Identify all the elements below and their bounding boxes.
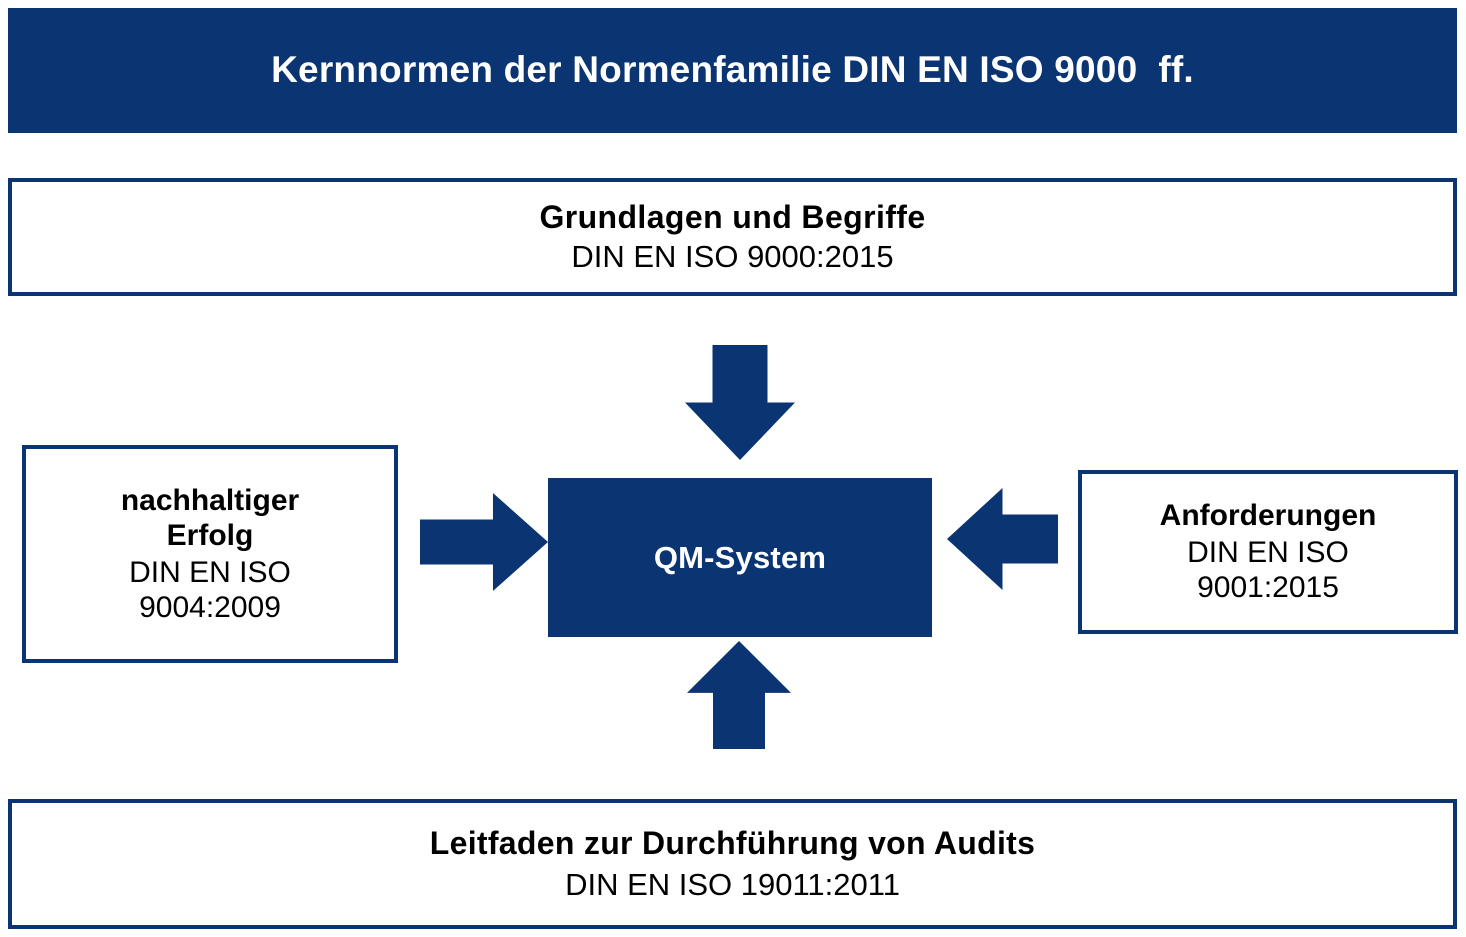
arrow-left-icon bbox=[947, 488, 1058, 590]
standard-box-grundlagen-code: DIN EN ISO 9000:2015 bbox=[571, 238, 894, 274]
arrow-down-icon bbox=[685, 345, 795, 460]
standard-box-grundlagen: Grundlagen und Begriffe DIN EN ISO 9000:… bbox=[8, 178, 1457, 296]
standard-box-nachhaltiger-erfolg-title: nachhaltiger Erfolg bbox=[120, 483, 300, 553]
standard-box-leitfaden-audits: Leitfaden zur Durchführung von Audits DI… bbox=[8, 799, 1457, 929]
standard-box-anforderungen: Anforderungen DIN EN ISO 9001:2015 bbox=[1078, 470, 1458, 634]
diagram-header-bar: Kernnormen der Normenfamilie DIN EN ISO … bbox=[8, 8, 1457, 133]
arrow-up-icon bbox=[687, 641, 791, 749]
standard-box-nachhaltiger-erfolg: nachhaltiger Erfolg DIN EN ISO 9004:2009 bbox=[22, 445, 398, 663]
arrow-right-icon bbox=[420, 493, 548, 591]
standard-box-grundlagen-title: Grundlagen und Begriffe bbox=[539, 198, 926, 235]
diagram-title: Kernnormen der Normenfamilie DIN EN ISO … bbox=[271, 49, 1194, 91]
standard-box-leitfaden-audits-title: Leitfaden zur Durchführung von Audits bbox=[429, 824, 1036, 861]
standard-box-leitfaden-audits-code: DIN EN ISO 19011:2011 bbox=[565, 866, 900, 902]
qm-system-box: QM-System bbox=[548, 478, 932, 637]
qm-system-label: QM-System bbox=[653, 539, 827, 575]
standard-box-nachhaltiger-erfolg-code: DIN EN ISO 9004:2009 bbox=[129, 555, 291, 624]
standard-box-anforderungen-code: DIN EN ISO 9001:2015 bbox=[1187, 535, 1349, 605]
standard-box-anforderungen-title: Anforderungen bbox=[1159, 499, 1377, 533]
